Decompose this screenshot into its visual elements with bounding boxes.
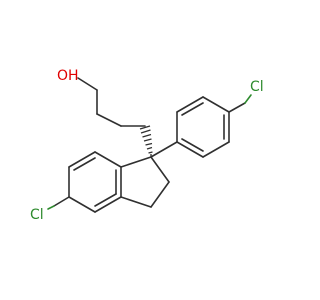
ring-double-bond bbox=[181, 102, 204, 116]
bond-cq-ar bbox=[150, 141, 178, 158]
ring-double-bond bbox=[73, 157, 96, 171]
ring-double-bond bbox=[94, 193, 117, 207]
indane-benzene-ring bbox=[47, 151, 122, 213]
ring-bond bbox=[202, 141, 230, 158]
molecule-diagram: OH Cl Cl bbox=[30, 68, 264, 223]
bond-o-c1 bbox=[77, 77, 98, 91]
chlorophenyl-ring bbox=[150, 94, 252, 158]
bond-ar-cl-end bbox=[47, 205, 55, 210]
ring-bond bbox=[176, 96, 204, 113]
chloro-aryl-label: Cl bbox=[250, 79, 264, 95]
propanol-chain bbox=[77, 77, 146, 127]
ring-bond bbox=[120, 156, 152, 168]
bond-c2-c3 bbox=[96, 113, 122, 127]
ring-bond bbox=[68, 151, 96, 168]
ring-bond bbox=[94, 151, 122, 168]
hydroxyl-label: OH bbox=[57, 68, 79, 84]
bond-ar-cl bbox=[53, 196, 70, 207]
ring-bond bbox=[94, 196, 122, 213]
stereo-hashed-wedge bbox=[139, 125, 153, 157]
bond-ar-cl-end bbox=[244, 94, 252, 104]
ring-bond bbox=[176, 141, 204, 158]
chloro-indane-label: Cl bbox=[30, 207, 44, 223]
ring-bond bbox=[202, 96, 230, 113]
bond-ar-cl bbox=[228, 102, 246, 113]
indane-five-ring bbox=[120, 156, 170, 208]
ring-bond bbox=[150, 156, 170, 183]
ring-bond bbox=[120, 196, 152, 208]
ring-bond bbox=[150, 181, 170, 208]
ring-double-bond bbox=[181, 138, 204, 152]
ring-bond bbox=[68, 196, 96, 213]
